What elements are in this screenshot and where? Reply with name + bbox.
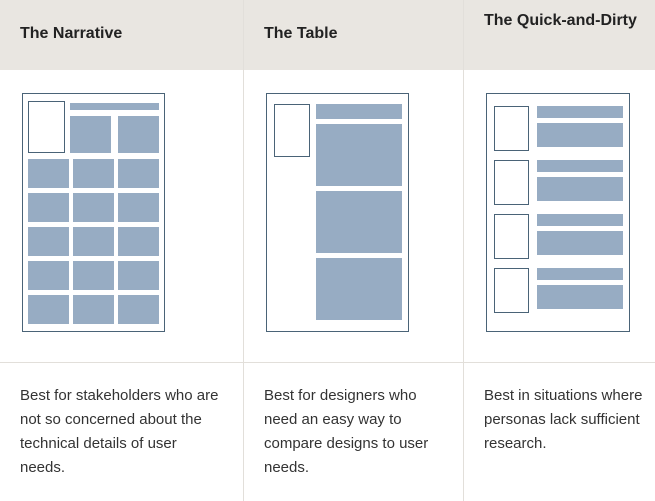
column-table: The Table Best for designers who need an…	[244, 0, 464, 501]
text-block	[118, 227, 159, 256]
text-block	[118, 116, 159, 153]
column-description: Best for stakeholders who are not so con…	[20, 387, 219, 476]
name-bar	[537, 268, 623, 280]
narrative-document	[22, 93, 165, 332]
text-block	[73, 295, 114, 324]
photo-placeholder	[494, 106, 529, 151]
text-block	[28, 261, 69, 290]
column-header: The Quick-and-Dirty	[464, 0, 655, 70]
table-row-block	[316, 258, 402, 320]
photo-placeholder	[494, 160, 529, 205]
column-title: The Table	[264, 25, 338, 42]
text-block	[73, 159, 114, 188]
name-bar	[70, 103, 159, 110]
text-block	[73, 193, 114, 222]
photo-placeholder	[494, 214, 529, 259]
text-block	[28, 159, 69, 188]
quick-and-dirty-document	[486, 93, 630, 332]
text-block	[537, 285, 623, 309]
text-block	[70, 116, 111, 153]
narrative-illustration	[0, 70, 243, 363]
table-row-block	[316, 191, 402, 253]
photo-placeholder	[274, 104, 310, 157]
text-block	[73, 261, 114, 290]
column-narrative: The Narrative	[0, 0, 244, 501]
column-description: Best in situations where personas lack s…	[484, 387, 643, 452]
text-block	[118, 261, 159, 290]
text-block	[118, 295, 159, 324]
name-bar	[316, 104, 402, 119]
column-title: The Narrative	[20, 25, 123, 42]
quick-and-dirty-illustration	[464, 70, 655, 363]
column-header: The Table	[244, 0, 463, 70]
photo-placeholder	[28, 101, 65, 153]
column-header: The Narrative	[0, 0, 243, 70]
text-block	[28, 193, 69, 222]
text-block	[28, 295, 69, 324]
text-block	[537, 123, 623, 147]
text-block	[73, 227, 114, 256]
column-quick-and-dirty: The Quick-and-Dirty Best in situations w…	[464, 0, 655, 501]
column-description: Best for designers who need an easy way …	[264, 387, 429, 476]
text-block	[537, 231, 623, 255]
photo-placeholder	[494, 268, 529, 313]
table-row-block	[316, 124, 402, 186]
text-block	[537, 177, 623, 201]
column-title: The Quick-and-Dirty	[484, 12, 637, 29]
name-bar	[537, 160, 623, 172]
name-bar	[537, 214, 623, 226]
table-document	[266, 93, 409, 332]
text-block	[118, 159, 159, 188]
text-block	[28, 227, 69, 256]
name-bar	[537, 106, 623, 118]
text-block	[118, 193, 159, 222]
table-illustration	[244, 70, 463, 363]
